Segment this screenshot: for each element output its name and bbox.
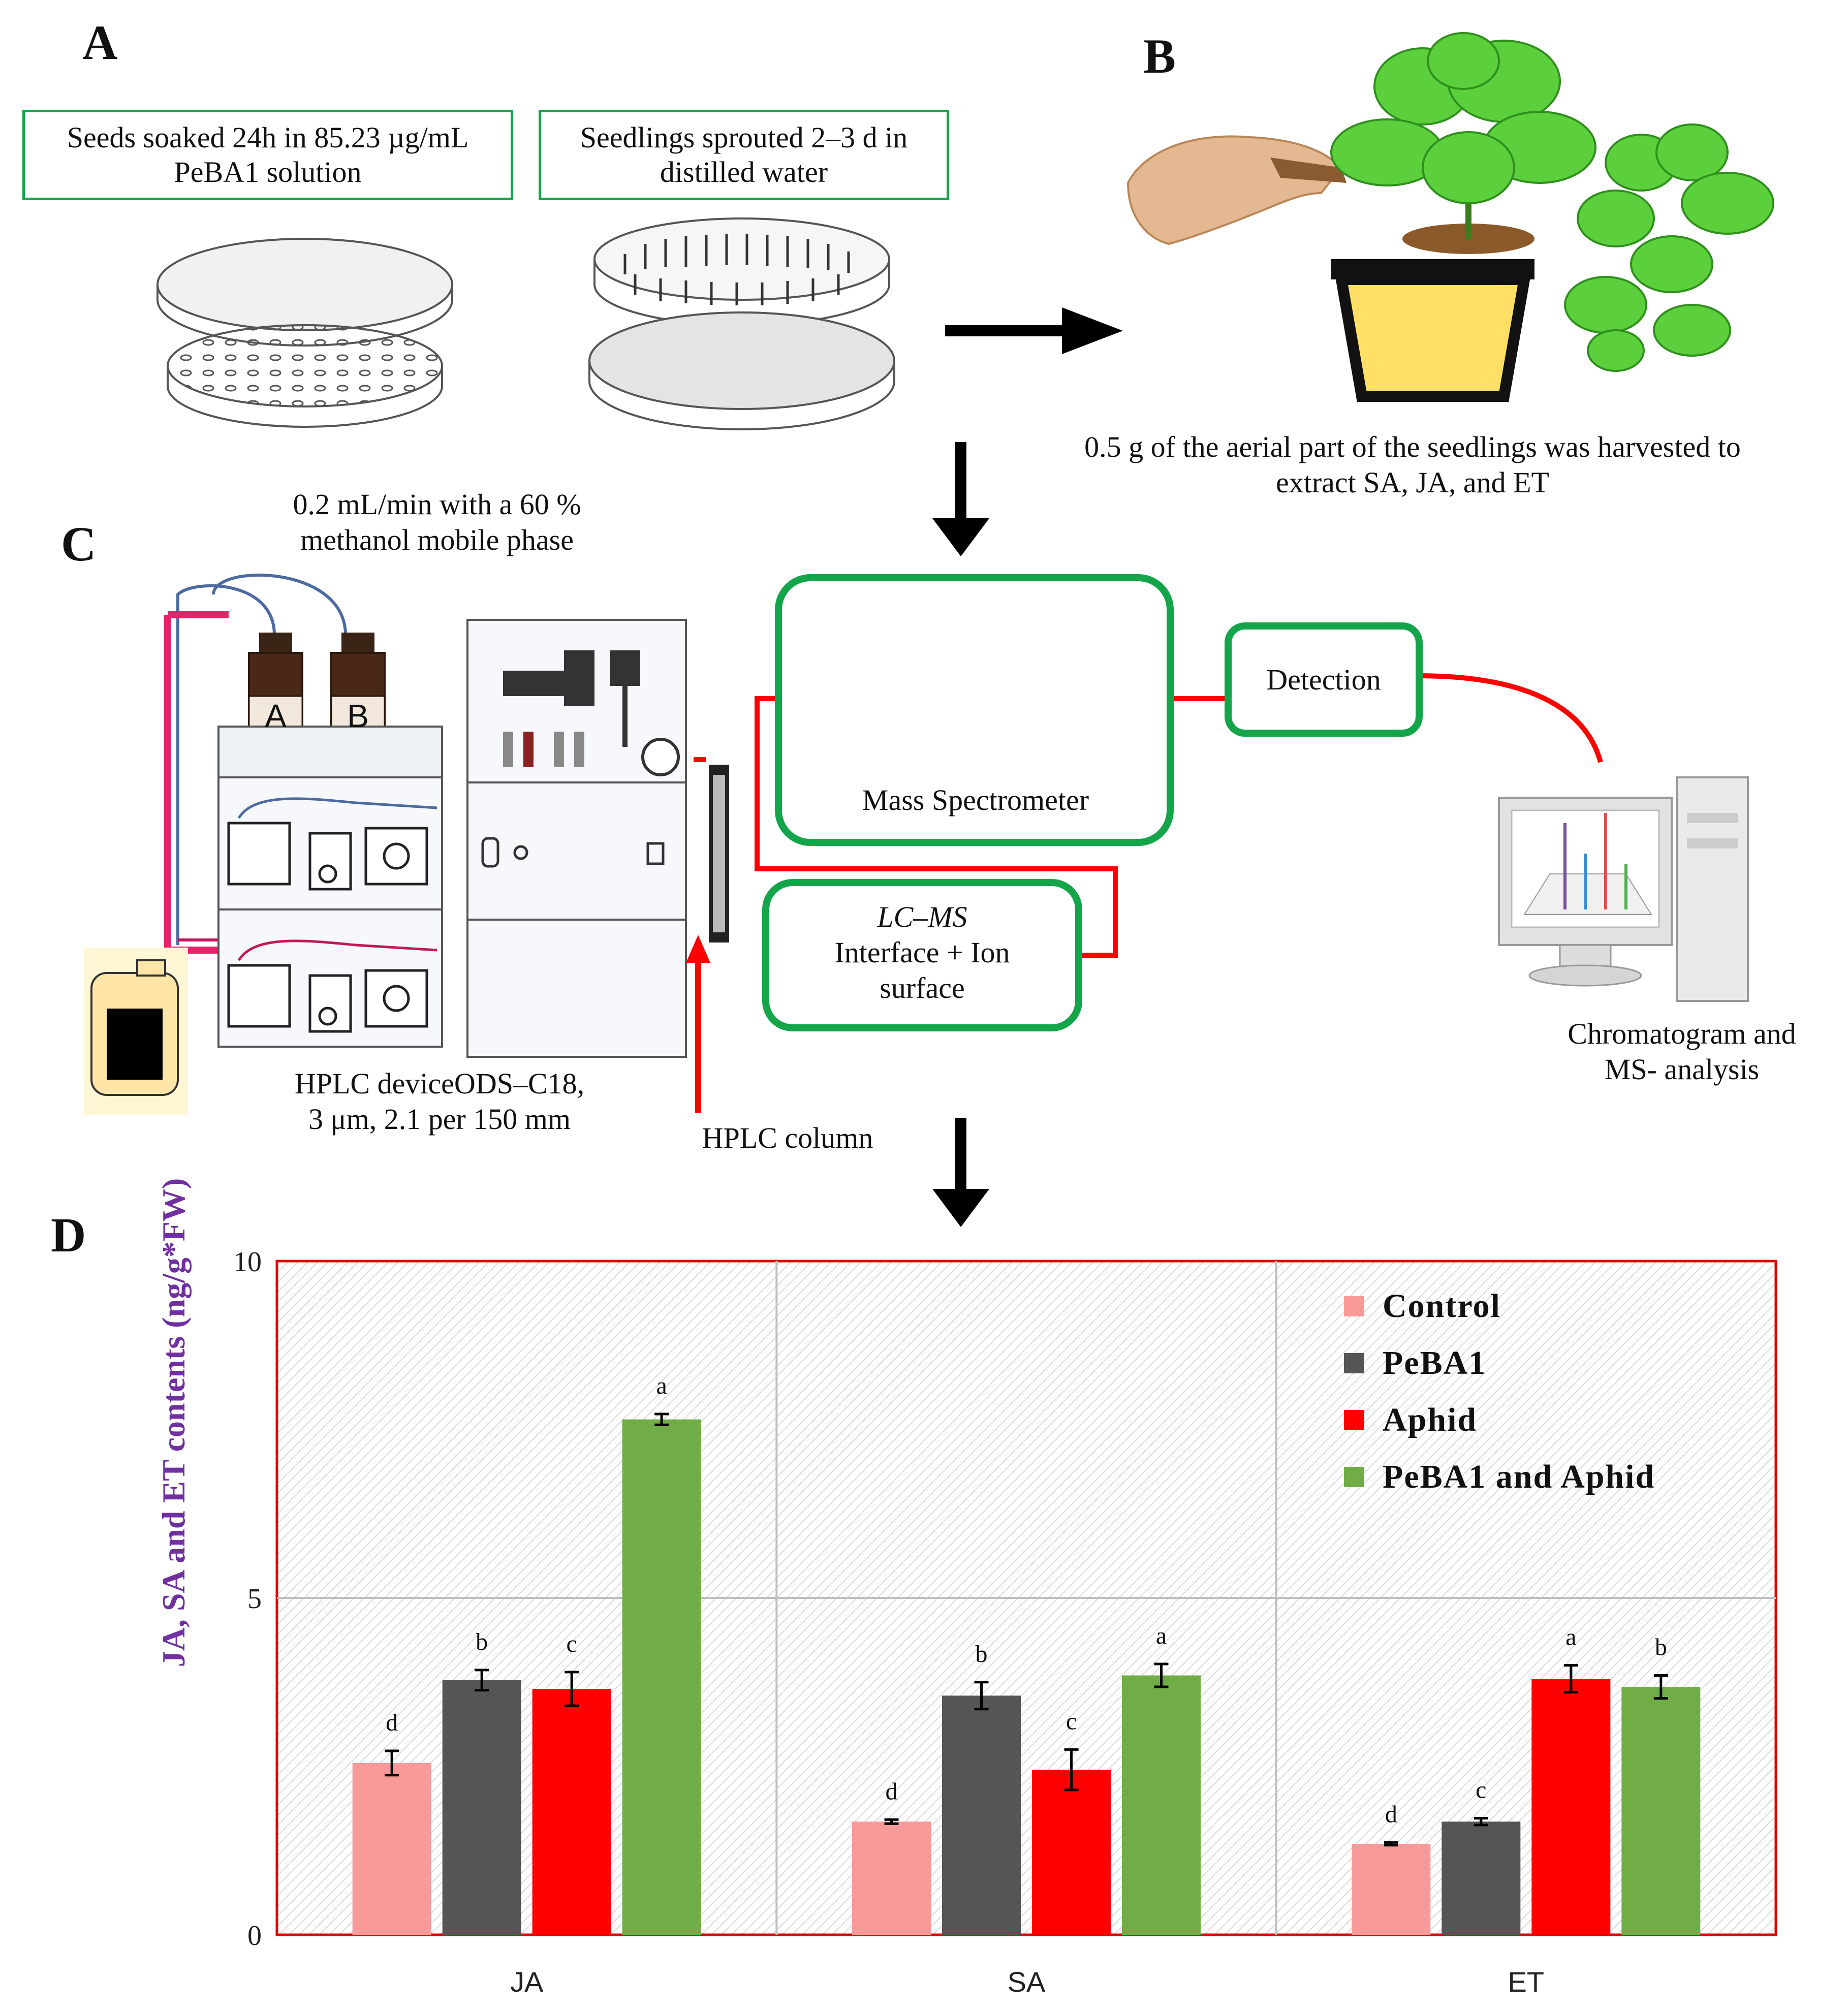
legend-label-aphid: Aphid — [1383, 1401, 1478, 1438]
lcms-body: Interface + Ion surface — [834, 936, 1010, 1004]
bar — [1621, 1687, 1701, 1935]
flow-rate-caption: 0.2 mL/min with a 60 % methanol mobile p… — [293, 488, 581, 556]
bar — [852, 1821, 931, 1935]
bar — [1352, 1843, 1431, 1935]
legend-item-aphid: Aphid — [1344, 1392, 1655, 1449]
seedling-sprout-text: Seedlings sprouted 2–3 d in distilled wa… — [580, 121, 908, 189]
significance-letter: d — [386, 1709, 398, 1736]
chart-bars-group: d d d b b c c c a a a b — [352, 1372, 1701, 1935]
arrow-down-2 — [932, 1118, 989, 1227]
significance-letter: b — [476, 1628, 488, 1655]
bar — [1531, 1679, 1611, 1935]
red-connectors — [694, 673, 1603, 958]
significance-letter: d — [1385, 1801, 1397, 1828]
detached-seedlings — [1564, 123, 1774, 372]
legend-label-control: Control — [1383, 1287, 1501, 1325]
bar — [442, 1680, 521, 1935]
significance-letter: a — [1565, 1624, 1576, 1651]
bar — [1442, 1821, 1521, 1935]
panel-label-a: A — [82, 15, 118, 70]
significance-letter: c — [1066, 1708, 1077, 1735]
significance-letter: a — [656, 1372, 667, 1399]
bar — [942, 1695, 1021, 1935]
y-tick-label: 0 — [247, 1920, 262, 1952]
x-tick-label: ET — [1508, 1966, 1545, 1998]
seed-soak-text: Seeds soaked 24h in 85.23 µg/mL PeBA1 so… — [67, 121, 469, 189]
bar — [1122, 1675, 1201, 1935]
potted-plant — [1330, 32, 1596, 402]
legend-swatch-peba1 — [1344, 1353, 1364, 1373]
significance-letter: b — [976, 1641, 988, 1668]
chromatogram-caption: Chromatogram and MS- analysis — [1568, 1017, 1796, 1086]
legend-label-peba1: PeBA1 — [1383, 1344, 1487, 1381]
mass-spectrometer-label: Mass Spectrometer — [862, 783, 1089, 816]
x-tick-label: JA — [510, 1966, 544, 1998]
x-tick-label: SA — [1008, 1966, 1046, 1998]
bottle-a-label: A — [265, 698, 287, 734]
computer-icon — [1498, 776, 1749, 1002]
mass-spectrometer-box — [775, 574, 1174, 846]
legend-item-peba1-aphid: PeBA1 and Aphid — [1344, 1449, 1655, 1505]
panel-label-b: B — [1143, 29, 1176, 83]
significance-letter: c — [1476, 1777, 1486, 1804]
hplc-column-caption: HPLC column — [702, 1121, 873, 1154]
lcms-title: LC–MS — [877, 900, 967, 933]
seedling-sprout-box: Seedlings sprouted 2–3 d in distilled wa… — [539, 110, 949, 200]
y-tick-label: 5 — [247, 1583, 262, 1615]
significance-letter: c — [567, 1630, 577, 1657]
bottle-b-label: B — [347, 698, 369, 734]
petri-dish-seeds — [156, 238, 453, 428]
y-tick-label: 10 — [233, 1246, 262, 1278]
petri-dish-seedlings — [588, 217, 895, 430]
hand-illustration — [1126, 135, 1346, 245]
seed-soak-box: Seeds soaked 24h in 85.23 µg/mL PeBA1 so… — [22, 110, 513, 200]
legend-item-control: Control — [1344, 1278, 1655, 1335]
significance-letter: b — [1655, 1634, 1667, 1660]
lcms-interface-box — [762, 879, 1082, 1031]
bar — [1032, 1770, 1111, 1935]
bar — [352, 1763, 431, 1935]
arrow-down-1 — [932, 442, 989, 556]
legend-swatch-control — [1344, 1296, 1364, 1316]
chart-legend: Control PeBA1 Aphid PeBA1 and Aphid — [1344, 1278, 1655, 1505]
y-axis-label: JA, SA and ET contents (ng/g*FW) — [155, 1178, 192, 1668]
bar — [622, 1419, 701, 1935]
detection-box: Detection — [1225, 622, 1423, 737]
legend-swatch-peba1-aphid — [1344, 1467, 1364, 1487]
significance-letter: a — [1156, 1622, 1167, 1649]
panel-label-d: D — [51, 1208, 86, 1262]
legend-swatch-aphid — [1344, 1410, 1364, 1430]
bar — [532, 1689, 611, 1935]
arrow-a-to-b — [945, 307, 1123, 354]
legend-label-peba1-aphid: PeBA1 and Aphid — [1383, 1458, 1655, 1495]
harvest-caption: 0.5 g of the aerial part of the seedling… — [1084, 430, 1741, 499]
hplc-column-arrow — [686, 935, 710, 1113]
panel-label-c: C — [61, 517, 97, 571]
legend-item-peba1: PeBA1 — [1344, 1335, 1655, 1392]
hplc-device-caption: HPLC deviceODS–C18, 3 μm, 2.1 per 150 mm — [294, 1067, 585, 1136]
significance-letter: d — [886, 1778, 898, 1805]
hplc-device — [84, 573, 729, 1115]
detection-label: Detection — [1266, 663, 1381, 696]
